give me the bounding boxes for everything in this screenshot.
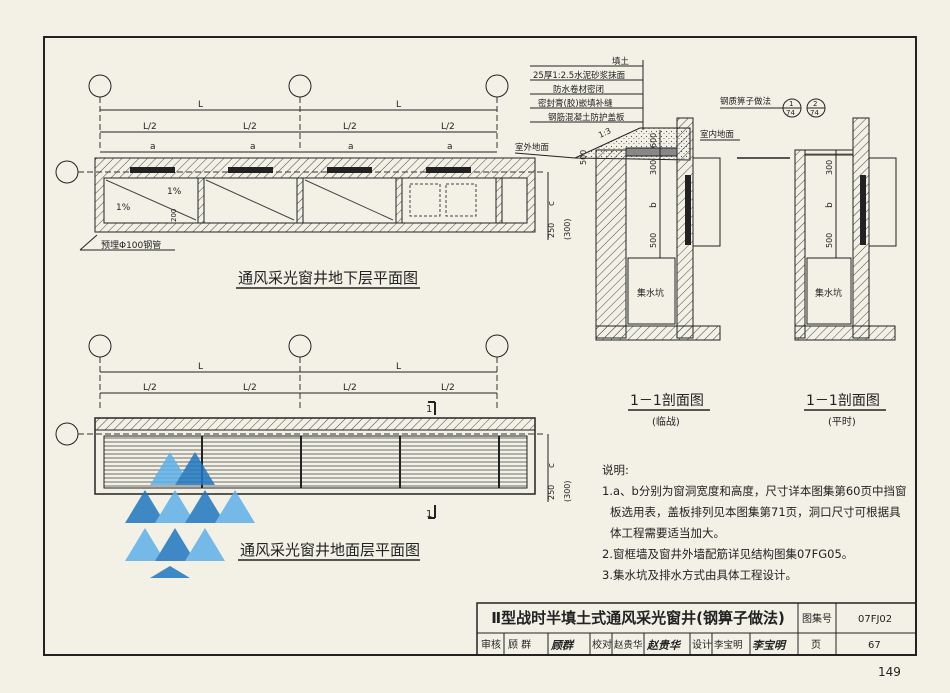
section-peacetime-subtitle: (平时) bbox=[828, 416, 856, 428]
check-label: 校对 bbox=[592, 638, 612, 651]
plan-basement: L L L/2 L/2 L/2 L/2 a a a a 1% 1% bbox=[55, 74, 572, 289]
design-label: 设计 bbox=[692, 638, 712, 651]
note-line: 2.窗框墙及窗井外墙配筋详见结构图集07FG05。 bbox=[602, 547, 854, 561]
note-line: 板选用表，盖板排列见本图集第71页，洞口尺寸可根据具 bbox=[610, 505, 901, 519]
dim-half: L/2 bbox=[143, 122, 157, 132]
reviewer: 顾 群 bbox=[508, 638, 531, 651]
designer: 李宝明 bbox=[714, 639, 743, 651]
dim-L: L bbox=[396, 362, 401, 372]
dim-half: L/2 bbox=[441, 122, 455, 132]
dim-half: L/2 bbox=[441, 383, 455, 393]
dim-half: L/2 bbox=[243, 383, 257, 393]
note-line: 1.a、b分别为窗洞宽度和高度，尺寸详本图集第60页中挡窗 bbox=[602, 484, 907, 498]
page-number: 149 bbox=[878, 665, 901, 679]
plan-ground-title: 通风采光窗井地面层平面图 bbox=[240, 541, 420, 559]
watermark-logo bbox=[125, 452, 255, 578]
plan-ground: L L L/2 L/2 L/2 L/2 1 1 c 250 (300) 通风采光… bbox=[55, 334, 572, 561]
layer-label: 填土 bbox=[612, 56, 630, 67]
sump-label: 集水坑 bbox=[815, 287, 842, 299]
axis-bubble bbox=[88, 334, 112, 358]
dim-b: b bbox=[649, 202, 659, 208]
ref1-page: 74 bbox=[786, 109, 795, 117]
dim-300: (300) bbox=[563, 480, 572, 502]
review-label: 审核 bbox=[481, 638, 501, 651]
dim-a: a bbox=[150, 142, 156, 152]
drawing-title: Ⅱ型战时半填土式通风采光窗井(钢箅子做法) bbox=[491, 609, 785, 627]
ref1-num: 1 bbox=[789, 100, 793, 108]
dim-L: L bbox=[396, 100, 401, 110]
pipe-label: 预埋Φ100钢管 bbox=[101, 239, 161, 251]
dim-300: 300 bbox=[649, 160, 658, 175]
slope-label: 1:3 bbox=[597, 126, 612, 140]
page-number-cell: 67 bbox=[868, 640, 881, 651]
cut-label: 1 bbox=[426, 509, 432, 520]
axis-bubble bbox=[485, 334, 509, 358]
dim-250: 250 bbox=[547, 485, 556, 500]
layer-label: 防水卷材密闭 bbox=[553, 84, 604, 95]
grate-label: 钢质箅子做法 bbox=[720, 96, 771, 107]
dim-L: L bbox=[198, 362, 203, 372]
dim-250: 250 bbox=[547, 223, 556, 238]
ref2-page: 74 bbox=[810, 109, 819, 117]
dim-half: L/2 bbox=[343, 383, 357, 393]
axis-bubble bbox=[288, 74, 312, 98]
indoor-label: 室内地面 bbox=[700, 129, 735, 140]
axis-bubble bbox=[288, 334, 312, 358]
dim-half: L/2 bbox=[343, 122, 357, 132]
section-wartime: 填土 25厚1:2.5水泥砂浆抹面 防水卷材密闭 密封膏(胶)嵌填补缝 钢筋混凝… bbox=[514, 56, 721, 428]
section-wartime-subtitle: (临战) bbox=[652, 415, 680, 428]
ref2-num: 2 bbox=[813, 100, 817, 108]
notes-block: 说明: 1.a、b分别为窗洞宽度和高度，尺寸详本图集第60页中挡窗 板选用表，盖… bbox=[602, 460, 907, 586]
dim-500b: 500 bbox=[579, 150, 588, 165]
axis-bubble bbox=[88, 74, 112, 98]
dim-half: L/2 bbox=[243, 122, 257, 132]
atlas-label: 图集号 bbox=[802, 612, 832, 625]
axis-bubble bbox=[55, 160, 79, 184]
section-peacetime-title: 1－1剖面图 bbox=[806, 393, 880, 409]
layer-label: 钢筋混凝土防护盖板 bbox=[548, 112, 625, 123]
section-wartime-title: 1－1剖面图 bbox=[630, 393, 704, 409]
dim-500: 500 bbox=[649, 233, 658, 248]
dim-a: a bbox=[250, 142, 256, 152]
layer-label: 密封膏(胶)嵌填补缝 bbox=[538, 98, 613, 109]
layer-label: 25厚1:2.5水泥砂浆抹面 bbox=[533, 70, 626, 81]
sump-label: 集水坑 bbox=[637, 287, 664, 299]
slope-label: 1% bbox=[116, 203, 131, 213]
slope-label: 1% bbox=[167, 187, 182, 197]
note-line: 体工程需要适当加大。 bbox=[610, 526, 725, 540]
dim-300: 300 bbox=[825, 160, 834, 175]
dim-c: c bbox=[547, 463, 557, 468]
reviewer-sign: 顾群 bbox=[550, 639, 575, 652]
checker-sign: 赵贵华 bbox=[646, 639, 682, 652]
dim-200: 200 bbox=[170, 209, 178, 222]
designer-sign: 李宝明 bbox=[752, 639, 787, 652]
outdoor-label: 室外地面 bbox=[515, 142, 550, 153]
dim-600: 600 bbox=[649, 133, 658, 148]
notes-heading: 说明: bbox=[602, 463, 629, 477]
checker: 赵贵华 bbox=[614, 639, 643, 651]
cut-label: 1 bbox=[426, 404, 432, 415]
page-label: 页 bbox=[811, 639, 821, 651]
section-peacetime: 钢质箅子做法 1 74 2 74 室内地面 集水坑 300 b 500 1－1剖… bbox=[700, 96, 897, 428]
axis-bubble bbox=[485, 74, 509, 98]
dim-a: a bbox=[348, 142, 354, 152]
dim-a: a bbox=[447, 142, 453, 152]
dim-half: L/2 bbox=[143, 383, 157, 393]
dim-500: 500 bbox=[825, 233, 834, 248]
dim-300: (300) bbox=[563, 218, 572, 240]
atlas-number: 07FJ02 bbox=[858, 614, 892, 625]
dim-b: b bbox=[825, 202, 835, 208]
dim-c: c bbox=[547, 201, 557, 206]
note-line: 3.集水坑及排水方式由具体工程设计。 bbox=[602, 568, 797, 582]
plan-basement-title: 通风采光窗井地下层平面图 bbox=[238, 269, 418, 287]
dim-L: L bbox=[198, 100, 203, 110]
axis-bubble bbox=[55, 422, 79, 446]
title-block: 图集号 07FJ02 审核 顾 群 顾群 校对 赵贵华 赵贵华 设计 李宝明 李… bbox=[476, 602, 917, 656]
